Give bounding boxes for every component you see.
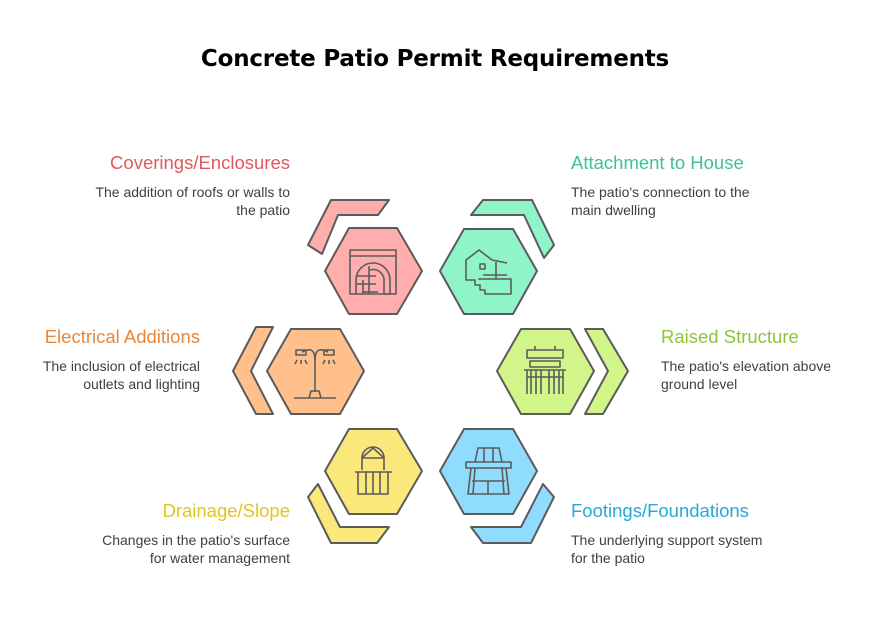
label-title: Drainage/Slope [162, 500, 290, 521]
electrical-segment [232, 326, 365, 415]
balcony-railing-icon [355, 446, 392, 495]
label-description: The addition of roofs or walls to the pa… [10, 183, 290, 219]
label-raised: Raised Structure The patio's elevation a… [661, 326, 870, 393]
description-line: for water management [149, 550, 290, 566]
description-line: The addition of roofs or walls to [95, 184, 290, 200]
electrical-band [232, 326, 274, 415]
description-line: The underlying support system [571, 532, 763, 548]
label-title: Raised Structure [661, 326, 799, 347]
label-title: Coverings/Enclosures [110, 152, 290, 173]
foundation-road-icon [465, 447, 512, 495]
description-line: outlets and lighting [83, 376, 200, 392]
attachment-hexagon [439, 228, 538, 315]
raised-band [584, 328, 629, 415]
enclosure-arch-icon [349, 249, 397, 295]
label-drainage: Drainage/Slope Changes in the patio's su… [10, 500, 290, 567]
label-description: The patio's connection to the main dwell… [571, 183, 851, 219]
attachment-band [470, 199, 555, 259]
description-line: The patio's elevation above [661, 358, 832, 374]
raised-platform-icon [524, 346, 566, 394]
page-title: Concrete Patio Permit Requirements [200, 46, 670, 72]
footings-band [470, 483, 555, 544]
label-description: The patio's elevation above ground level [661, 357, 870, 393]
description-line: for the patio [571, 550, 645, 566]
raised-segment [496, 328, 629, 415]
description-line: Changes in the patio's surface [102, 532, 290, 548]
label-description: The underlying support system for the pa… [571, 531, 851, 567]
description-line: the patio [236, 202, 290, 218]
label-title: Footings/Foundations [571, 500, 749, 521]
footings-hexagon [439, 428, 538, 515]
label-coverings: Coverings/Enclosures The addition of roo… [10, 152, 290, 219]
coverings-segment [307, 199, 423, 315]
label-description: The inclusion of electrical outlets and … [0, 357, 200, 393]
label-description: Changes in the patio's surface for water… [10, 531, 290, 567]
house-steps-icon [465, 249, 512, 295]
description-line: main dwelling [571, 202, 656, 218]
description-line: The inclusion of electrical [42, 358, 200, 374]
drainage-segment [307, 428, 423, 544]
attachment-segment [439, 199, 555, 315]
label-attachment: Attachment to House The patio's connecti… [571, 152, 851, 219]
footings-segment [439, 428, 555, 544]
label-footings: Footings/Foundations The underlying supp… [571, 500, 851, 567]
description-line: ground level [661, 376, 738, 392]
coverings-hexagon [324, 227, 423, 315]
street-lamp-icon [294, 349, 336, 399]
raised-hexagon [496, 328, 595, 415]
drainage-band [307, 483, 390, 544]
label-title: Attachment to House [571, 152, 744, 173]
label-electrical: Electrical Additions The inclusion of el… [0, 326, 200, 393]
description-line: The patio's connection to the [571, 184, 750, 200]
coverings-band [307, 199, 390, 255]
label-title: Electrical Additions [44, 326, 200, 347]
